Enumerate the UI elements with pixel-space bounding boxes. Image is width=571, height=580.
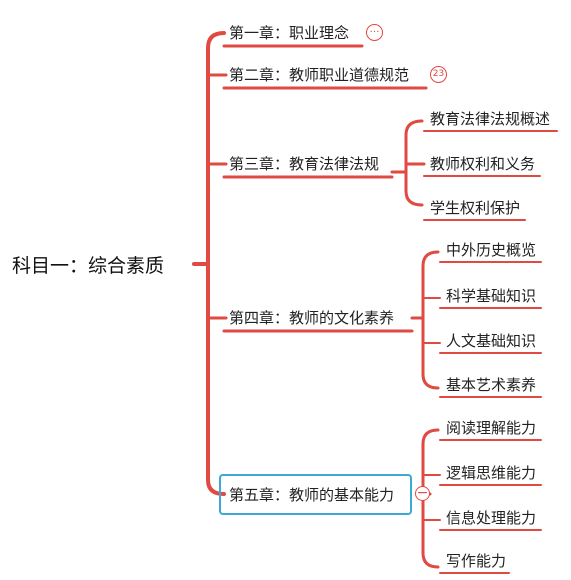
collapsed-more-icon[interactable]: … [366,24,383,41]
subtopic-3-3[interactable]: 学生权利保护 [430,199,521,217]
subtopic-5-2[interactable]: 逻辑思维能力 [446,464,537,482]
ch4-bracket [421,250,440,390]
subtopic-4-4[interactable]: 基本艺术素养 [446,376,537,394]
subtopic-3-1[interactable]: 教育法律法规概述 [430,110,551,128]
subtopic-5-3[interactable]: 信息处理能力 [446,509,537,527]
subtopic-3-2[interactable]: 教师权利和义务 [430,155,536,173]
chapter-3-topic[interactable]: 第三章：教育法律法规 [229,155,380,173]
subtopic-5-1[interactable]: 阅读理解能力 [446,419,537,437]
main-trunk [206,31,226,496]
subtopic-4-2[interactable]: 科学基础知识 [446,287,537,305]
chapter-4-topic[interactable]: 第四章：教师的文化素养 [229,309,395,327]
subtopic-5-4[interactable]: 写作能力 [446,552,507,570]
chapter-2-topic[interactable]: 第二章：教师职业道德规范 [229,66,410,84]
subtopic-4-1[interactable]: 中外历史概览 [446,241,537,259]
collapse-minus-icon[interactable]: − [415,485,430,501]
collapsed-count-badge[interactable]: 23 [430,66,447,83]
root-topic[interactable]: 科目一：综合素质 [12,255,165,277]
chapter-5-topic[interactable]: 第五章：教师的基本能力 [229,486,395,504]
selection-outline [219,474,412,515]
chapter-1-topic[interactable]: 第一章：职业理念 [229,24,350,42]
subtopic-4-3[interactable]: 人文基础知识 [446,332,537,350]
